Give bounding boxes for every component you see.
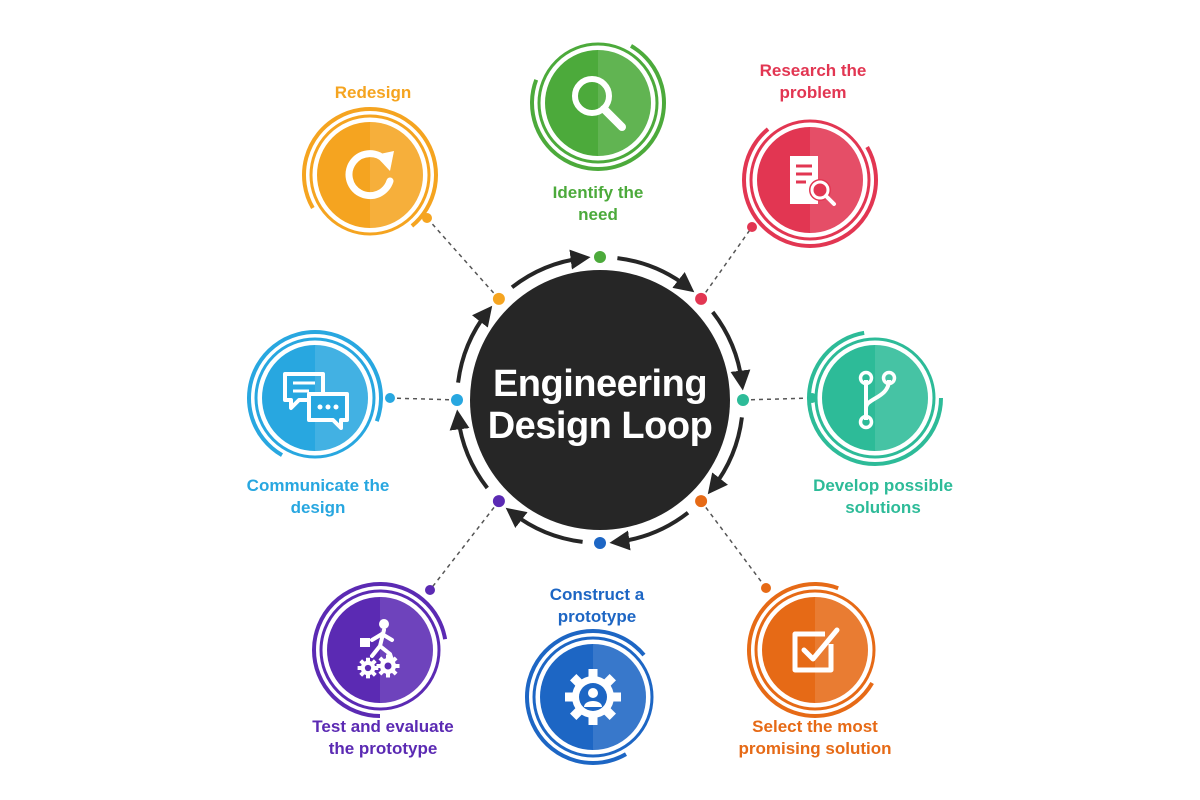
loop-arrow <box>609 511 690 551</box>
ring-dot <box>594 251 606 263</box>
step-label-redesign: Redesign <box>283 82 463 104</box>
connectors <box>385 213 817 595</box>
connector-end-dot <box>385 393 395 403</box>
step-label-line-2: problem <box>779 83 847 102</box>
badge-outer-arc <box>530 35 666 171</box>
connector-end-dot <box>747 222 757 232</box>
step-label-line-2: promising solution <box>738 739 892 758</box>
connector-line <box>700 500 767 589</box>
ring-dot <box>492 495 505 508</box>
badge-outer-arc <box>807 330 943 466</box>
ring-dot <box>451 394 463 406</box>
connector-line <box>429 500 500 591</box>
step-label-line-2: need <box>578 205 618 224</box>
connector-line <box>742 397 813 401</box>
redo-icon <box>345 150 394 200</box>
walker-gears-icon <box>357 619 400 679</box>
step-label-line-1: Redesign <box>334 83 412 102</box>
step-label-line-1: Research the <box>759 61 867 80</box>
step-label-line-1: Test and evaluate <box>312 717 454 736</box>
badge-research-the-problem <box>742 112 878 248</box>
ring-dot <box>695 292 708 305</box>
connector-line <box>426 217 500 300</box>
document-search-icon <box>790 156 836 206</box>
badge-highlight <box>370 122 423 228</box>
badge-highlight <box>380 597 433 703</box>
loop-arrow <box>449 409 489 490</box>
badge-outer-arc <box>312 582 448 718</box>
ring-dot <box>737 394 749 406</box>
branch-icon <box>858 370 897 430</box>
center-circle <box>470 270 730 530</box>
magnifier-icon <box>572 76 626 131</box>
connector-end-dot <box>761 583 771 593</box>
badge-outer-arc <box>747 582 883 718</box>
loop-arrow <box>456 305 493 383</box>
loop-arrow <box>617 256 695 293</box>
step-label-line-1: Construct a <box>549 585 645 604</box>
step-label-line-1: Select the most <box>752 717 878 736</box>
chat-bubbles-icon <box>283 372 349 430</box>
badge-communicate-the-design <box>247 330 383 466</box>
ring-dot <box>492 292 505 305</box>
loop-ring <box>449 249 751 551</box>
connector-end-dot <box>425 585 435 595</box>
step-label-research-the-problem: Research the problem <box>713 60 913 104</box>
loop-arrow <box>707 417 744 495</box>
badge-highlight <box>815 597 868 703</box>
badge-outer-arc <box>247 330 383 466</box>
step-label-identify-the-need: Identify the need <box>498 182 698 226</box>
step-label-develop-possible-solutions: Develop possible solutions <box>773 475 993 519</box>
badge-construct-a-prototype <box>525 629 661 765</box>
badge-disc <box>762 597 868 703</box>
badge-redesign <box>302 107 438 243</box>
step-label-line-2: prototype <box>557 607 637 626</box>
step-badges <box>247 35 943 765</box>
step-label-line-2: design <box>290 498 346 517</box>
gear-user-icon <box>565 669 621 725</box>
step-label-line-2: solutions <box>845 498 921 517</box>
step-label-test-and-evaluate-the-prototype: Test and evaluate the prototype <box>273 716 493 760</box>
center-title-line-2: Design Loop <box>487 405 713 447</box>
badge-outer-arc <box>302 107 438 243</box>
step-label-select-the-most-promising-solution: Select the most promising solution <box>695 716 935 760</box>
badge-highlight <box>598 50 651 156</box>
connector-line <box>389 397 458 401</box>
badge-develop-possible-solutions <box>807 330 943 466</box>
badge-disc <box>327 597 433 703</box>
step-label-line-1: Communicate the <box>246 476 390 495</box>
ring-dot <box>594 537 606 549</box>
ring-dot <box>695 495 708 508</box>
center-title: Engineering Design Loop <box>470 363 730 447</box>
loop-arrow <box>510 249 591 289</box>
badge-select-the-most-promising-solution <box>747 582 883 718</box>
badge-test-and-evaluate-the-prototype <box>312 582 448 718</box>
checkbox-icon <box>792 627 840 673</box>
center-title-line-1: Engineering <box>492 363 708 405</box>
loop-arrow <box>711 310 751 391</box>
step-label-line-1: Identify the <box>552 183 644 202</box>
badge-highlight <box>810 127 863 233</box>
badge-disc <box>317 122 423 228</box>
step-label-construct-a-prototype: Construct a prototype <box>497 584 697 628</box>
loop-arrow <box>505 507 583 544</box>
badge-outer-arc <box>525 629 661 765</box>
step-label-line-1: Develop possible <box>813 476 953 495</box>
step-label-communicate-the-design: Communicate the design <box>208 475 428 519</box>
step-label-line-2: the prototype <box>328 739 438 758</box>
badge-identify-the-need <box>530 35 666 171</box>
connector-line <box>700 226 753 300</box>
